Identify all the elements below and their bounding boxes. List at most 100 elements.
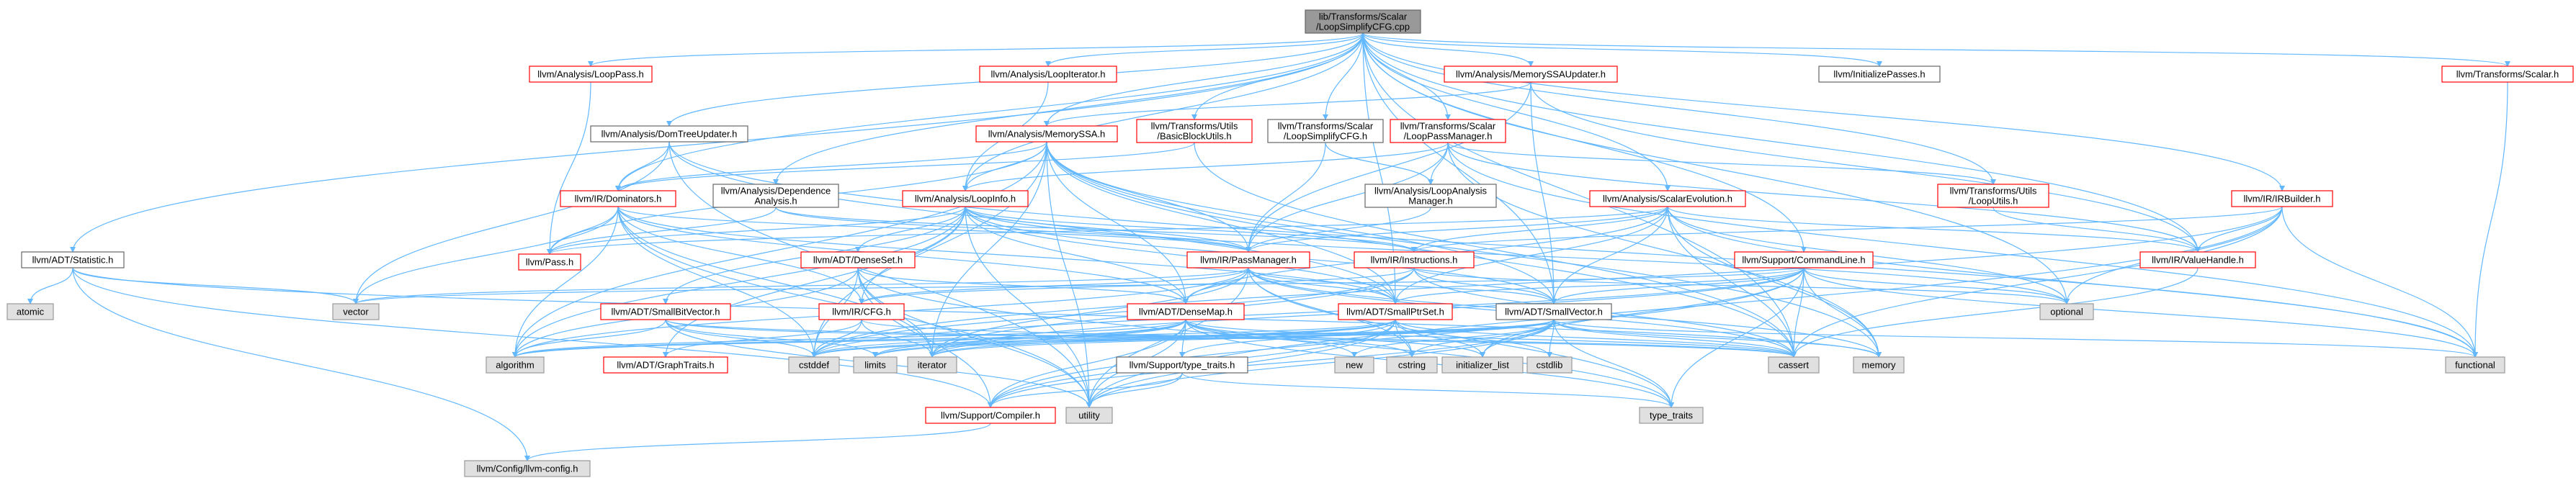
node-label: /LoopSimplifyCFG.h — [1284, 131, 1367, 142]
edge-smallvector-to-algorithm — [512, 319, 1555, 358]
node-box — [853, 356, 898, 374]
node-label: llvm/Support/Compiler.h — [941, 410, 1040, 421]
node-box — [6, 303, 54, 320]
edge-typetraits_h-to-utility — [1086, 372, 1183, 408]
node-basicblockutils[interactable]: llvm/Transforms/Utils/BasicBlockUtils.h — [1136, 119, 1253, 143]
node-pass[interactable]: llvm/Pass.h — [518, 253, 581, 271]
node-label: llvm/ADT/SmallPtrSet.h — [1346, 307, 1444, 317]
node-memoryssaupdater[interactable]: llvm/Analysis/MemorySSAUpdater.h — [1444, 66, 1618, 83]
edge-loopsimplifycfg-to-passmanager — [1245, 142, 1326, 253]
node-box — [1444, 66, 1618, 83]
edge-passmanager-to-cstring — [1248, 267, 1415, 358]
edge-memoryssa-to-memory — [1046, 141, 1882, 358]
edge-statistic-to-vector — [72, 267, 359, 304]
edge-looppassmanager-to-loopanalysismanager — [1428, 142, 1449, 185]
node-label: cstdlib — [1537, 360, 1563, 371]
node-densemap[interactable]: llvm/ADT/DenseMap.h — [1127, 303, 1245, 320]
node-typetraits_h[interactable]: llvm/Support/type_traits.h — [1116, 356, 1248, 374]
node-label: cassert — [1779, 360, 1809, 371]
node-valuehandle[interactable]: llvm/IR/ValueHandle.h — [2139, 251, 2256, 268]
node-type_traits: type_traits — [1639, 407, 1704, 424]
edge-scalarevolution-to-instructions — [1411, 206, 1668, 253]
node-box — [1390, 119, 1506, 143]
node-transformsscalar[interactable]: llvm/Transforms/Scalar.h — [2441, 66, 2574, 83]
node-commandline[interactable]: llvm/Support/CommandLine.h — [1734, 251, 1874, 268]
node-label: llvm/Analysis/DomTreeUpdater.h — [601, 129, 738, 140]
edge-memoryssa-to-smallvector — [1046, 141, 1557, 304]
edge-instructions-to-cfg — [859, 267, 1415, 304]
node-label: initializer_list — [1456, 360, 1509, 371]
node-label: iterator — [918, 360, 947, 371]
edge-root-to-cassert — [1362, 32, 1797, 358]
node-label: cstring — [1398, 360, 1426, 371]
edge-domtreeupdater-to-vector — [353, 141, 670, 304]
edge-densemap-to-cstddef — [811, 319, 1186, 358]
node-looputils[interactable]: llvm/Transforms/Utils/LoopUtils.h — [1937, 184, 2049, 208]
node-box — [1526, 356, 1573, 374]
node-label: llvm/IR/PassManager.h — [1200, 255, 1297, 266]
node-dominators[interactable]: llvm/IR/Dominators.h — [560, 190, 676, 207]
node-irbuilder[interactable]: llvm/IR/IRBuilder.h — [2231, 190, 2333, 207]
node-smallptrset[interactable]: llvm/ADT/SmallPtrSet.h — [1338, 303, 1453, 320]
node-memoryssa[interactable]: llvm/Analysis/MemorySSA.h — [975, 125, 1118, 143]
node-box — [1853, 356, 1905, 374]
node-instructions[interactable]: llvm/IR/Instructions.h — [1354, 251, 1475, 268]
node-passmanager[interactable]: llvm/IR/PassManager.h — [1186, 251, 1310, 268]
edge-smallvector-to-type_traits — [1553, 319, 1674, 408]
edge-root-to-optional — [1362, 32, 2070, 304]
edge-loopinfo-to-algorithm — [512, 206, 966, 358]
node-smallbitvector[interactable]: llvm/ADT/SmallBitVector.h — [600, 303, 731, 320]
edge-dependence-to-instructions — [775, 207, 1417, 253]
node-loopiterator[interactable]: llvm/Analysis/LoopIterator.h — [979, 66, 1117, 83]
node-densesetx[interactable]: llvm/ADT/DenseSet.h — [800, 251, 916, 268]
edge-looppassmanager-to-valuehandle — [1447, 142, 2201, 253]
edge-densemap-to-algorithm — [512, 319, 1186, 358]
node-looppassmanager[interactable]: llvm/Transforms/Scalar/LoopPassManager.h — [1390, 119, 1506, 143]
edge-statistic-to-llvmconfig — [72, 267, 530, 461]
node-loopinfo[interactable]: llvm/Analysis/LoopInfo.h — [902, 190, 1029, 207]
node-compiler[interactable]: llvm/Support/Compiler.h — [925, 407, 1056, 424]
edge-loopinfo-to-smallptrset — [965, 206, 1398, 304]
node-cfg[interactable]: llvm/IR/CFG.h — [818, 303, 905, 320]
edge-irbuilder-to-instructions — [1411, 206, 2283, 253]
node-label: /LoopUtils.h — [1969, 196, 2018, 207]
node-label: limits — [864, 360, 886, 371]
node-label: utility — [1078, 410, 1100, 421]
node-loopsimplifycfg[interactable]: llvm/Transforms/Scalar/LoopSimplifyCFG.h — [1267, 119, 1384, 143]
node-limits: limits — [853, 356, 898, 374]
edge-smallvector-to-functional — [1553, 319, 2478, 358]
node-graphtraits[interactable]: llvm/ADT/GraphTraits.h — [603, 356, 728, 374]
node-statistic[interactable]: llvm/ADT/Statistic.h — [21, 251, 125, 268]
node-box — [529, 66, 653, 83]
node-label: /LoopPassManager.h — [1404, 131, 1493, 142]
node-label: llvm/Analysis/LoopInfo.h — [915, 194, 1016, 204]
edge-loopinfo-to-utility — [965, 206, 1092, 408]
node-scalarevolution[interactable]: llvm/Analysis/ScalarEvolution.h — [1589, 190, 1746, 207]
edge-loopinfo-to-optional — [965, 206, 2070, 304]
node-label: llvm/ADT/SmallBitVector.h — [612, 307, 720, 317]
node-root[interactable]: lib/Transforms/Scalar/LoopSimplifyCFG.cp… — [1305, 9, 1421, 34]
node-domtreeupdater[interactable]: llvm/Analysis/DomTreeUpdater.h — [590, 125, 748, 143]
edge-root-to-transformsscalar — [1362, 32, 2510, 67]
node-label: vector — [343, 307, 369, 317]
node-box — [1386, 356, 1438, 374]
node-smallvector[interactable]: llvm/ADT/SmallVector.h — [1495, 303, 1612, 320]
node-initializepasses[interactable]: llvm/InitializePasses.h — [1818, 66, 1941, 83]
edge-loopinfo-to-instructions — [965, 206, 1417, 253]
node-box — [1127, 303, 1245, 320]
edge-typetraits_h-to-type_traits — [1181, 372, 1674, 408]
edge-densemap-to-compiler — [988, 319, 1186, 408]
node-looppass[interactable]: llvm/Analysis/LoopPass.h — [529, 66, 653, 83]
edge-root-to-loopsimplifycfg — [1323, 32, 1364, 120]
edge-basicblockutils-to-dominators — [615, 142, 1195, 191]
node-atomic: atomic — [6, 303, 54, 320]
edge-memoryssa-to-algorithm — [512, 141, 1047, 358]
edge-commandline-to-cassert — [1791, 267, 1804, 358]
edge-smallvector-to-new — [1351, 319, 1555, 358]
node-label: lib/Transforms/Scalar — [1319, 12, 1408, 22]
node-box — [1186, 251, 1310, 268]
node-box — [21, 251, 125, 268]
edge-scalarevolution-to-valuehandle — [1667, 206, 2201, 253]
